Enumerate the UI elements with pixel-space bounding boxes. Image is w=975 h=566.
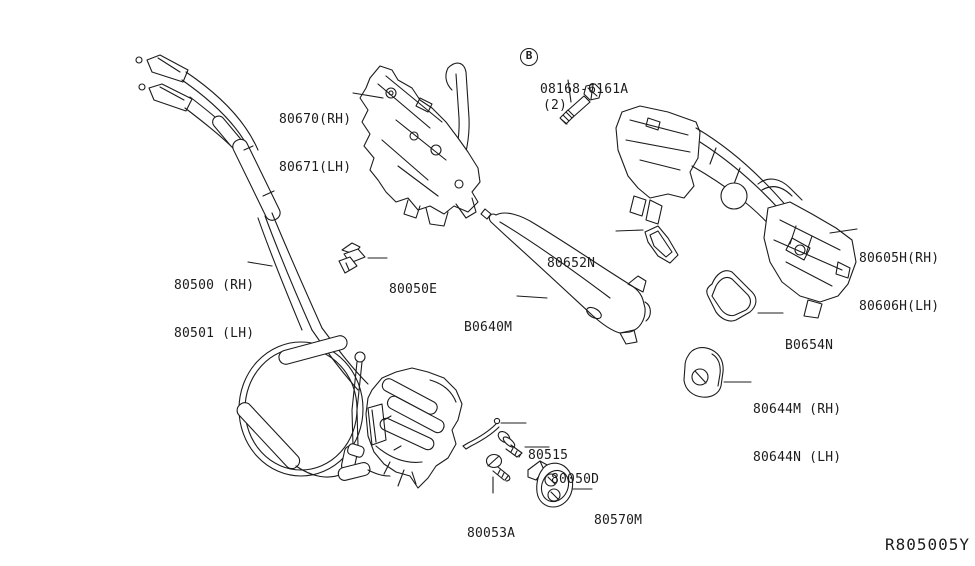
callout-b-badge: B xyxy=(520,48,538,66)
part-number-text: 80515 xyxy=(528,448,569,463)
part-number-text: 80050D xyxy=(551,472,600,487)
cable-loop-drawing xyxy=(236,335,391,481)
screw-lower-drawing xyxy=(485,453,511,482)
leader-handle xyxy=(516,295,548,299)
part-number-text: 80050E xyxy=(389,282,438,297)
label-handle-gasket: 80652N xyxy=(547,224,595,304)
diagram-ref-code: R805005Y xyxy=(885,505,970,566)
part-number-text: 80670(RH) xyxy=(279,112,352,127)
screw-front-drawing xyxy=(497,431,523,458)
outside-handle-drawing xyxy=(480,208,651,345)
leader-handle-gasket xyxy=(615,229,644,232)
callout-letter: B xyxy=(525,49,533,62)
part-number-text: 80500 (RH) xyxy=(174,278,255,293)
part-number-text: 80501 (LH) xyxy=(174,326,255,341)
part-number-text: B0640M xyxy=(464,320,513,335)
leader-cable xyxy=(247,261,273,267)
label-clip: 80050E xyxy=(389,250,437,330)
label-lock-cable: 80500 (RH) 80501 (LH) xyxy=(174,246,254,374)
leader-lines xyxy=(247,79,858,494)
lock-rod-drawing xyxy=(462,417,501,450)
part-number-text: 80053A xyxy=(467,526,516,541)
part-number-text: 80570M xyxy=(594,513,643,528)
part-number-text: 80652N xyxy=(547,256,596,271)
label-bolt-quantity: (2) xyxy=(543,66,575,146)
leader-bolt xyxy=(567,79,572,103)
label-escutcheon: 80644M (RH) 80644N (LH) xyxy=(753,370,841,498)
label-rod: 80515 xyxy=(528,416,568,496)
part-number-text: 08168-6161A xyxy=(540,82,629,97)
part-number-text: 80606H(LH) xyxy=(859,299,940,314)
escutcheon-drawing xyxy=(683,347,724,398)
part-number-text: 80605H(RH) xyxy=(859,251,940,266)
part-number-text: B0654N xyxy=(785,338,834,353)
door-lock-body-drawing xyxy=(365,367,463,489)
bracket-gasket-drawing xyxy=(706,270,757,322)
label-screw-front: 80050D xyxy=(551,440,599,520)
handle-bracket-drawing xyxy=(615,105,857,319)
label-bracket-gasket: B0654N xyxy=(785,306,833,386)
label-lock-cylinder: 80570M xyxy=(594,481,642,561)
leader-actuator xyxy=(352,92,384,99)
lock-cable-drawing xyxy=(135,54,369,391)
label-lock-actuator: 80670(RH) 80671(LH) xyxy=(279,80,351,208)
label-outside-handle: B0640M xyxy=(464,288,512,368)
label-handle-bracket: 80605H(RH) 80606H(LH) xyxy=(859,219,939,347)
lock-actuator-drawing xyxy=(359,62,481,227)
bolt-drawing xyxy=(559,83,602,125)
ref-code-text: R805005Y xyxy=(885,535,971,554)
leader-bracket xyxy=(829,228,858,234)
label-bolt-part-number: 08168-6161A xyxy=(540,50,628,130)
part-number-text: 80671(LH) xyxy=(279,160,352,175)
label-screw-lower: 80053A xyxy=(467,494,515,566)
clip-drawing xyxy=(338,242,366,274)
handle-gasket-drawing xyxy=(644,225,679,264)
quantity-text: (2) xyxy=(543,98,568,113)
lock-cylinder-drawing xyxy=(527,460,574,508)
part-number-text: 80644N (LH) xyxy=(753,450,842,465)
part-number-text: 80644M (RH) xyxy=(753,402,842,417)
